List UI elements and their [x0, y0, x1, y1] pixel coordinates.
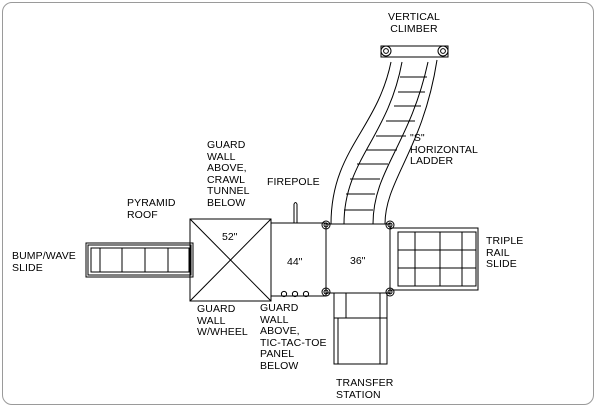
dim-36: 36" — [350, 255, 366, 267]
label-s-horizontal-ladder: "S" HORIZONTAL LADDER — [410, 132, 478, 167]
label-bump-wave-slide: BUMP/WAVE SLIDE — [12, 250, 76, 274]
label-triple-rail-slide: TRIPLE RAIL SLIDE — [486, 235, 524, 270]
label-firepole: FIREPOLE — [267, 176, 320, 188]
triple-rail-slide-shape — [389, 227, 479, 291]
dim-52: 52" — [222, 231, 238, 243]
vertical-climber-shape — [380, 45, 449, 58]
label-pyramid-roof: PYRAMID ROOF — [127, 197, 176, 221]
label-guard-wall-wheel: GUARD WALL W/WHEEL — [197, 303, 248, 338]
label-guard-wall-tic-tac-toe: GUARD WALL ABOVE, TIC-TAC-TOE PANEL BELO… — [260, 302, 327, 372]
s-horizontal-ladder-shape — [330, 59, 438, 225]
label-vertical-climber: VERTICAL CLIMBER — [388, 11, 440, 35]
transfer-station-shape — [333, 292, 388, 365]
deck-52-square — [189, 218, 272, 302]
bump-wave-slide-shape — [85, 242, 194, 278]
label-guard-wall-crawl-tunnel: GUARD WALL ABOVE, CRAWL TUNNEL BELOW — [207, 139, 250, 209]
diagram-frame — [2, 2, 594, 405]
label-transfer-station: TRANSFER STATION — [336, 377, 394, 401]
firepole-shape — [293, 202, 298, 223]
dim-44: 44" — [287, 256, 303, 268]
